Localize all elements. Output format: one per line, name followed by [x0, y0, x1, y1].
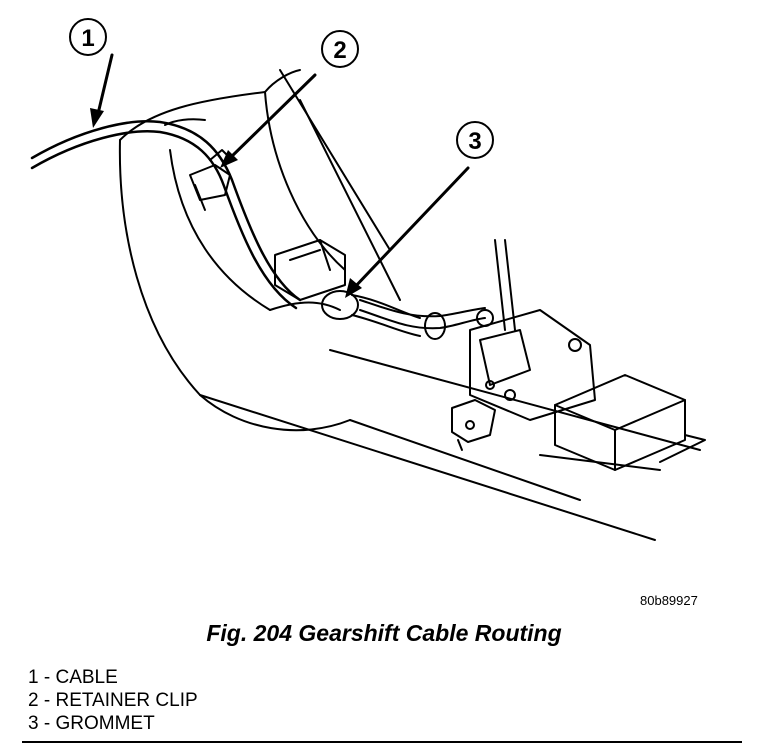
- bottom-rule: [22, 741, 742, 743]
- legend-item: 3 - GROMMET: [28, 712, 198, 735]
- callout-circle-3: [456, 121, 494, 159]
- grommet: [321, 290, 446, 340]
- legend-item: 1 - CABLE: [28, 666, 198, 689]
- legend: 1 - CABLE 2 - RETAINER CLIP 3 - GROMMET: [28, 666, 198, 735]
- control-module: [554, 374, 706, 471]
- shifter-mechanism: [469, 239, 596, 421]
- legend-separator: -: [43, 690, 51, 711]
- image-id: 80b89927: [640, 593, 698, 608]
- legend-separator: -: [43, 667, 51, 688]
- callout-arrows: [95, 53, 470, 292]
- legend-separator: -: [43, 713, 51, 734]
- legend-label: GROMMET: [55, 713, 155, 734]
- legend-number: 1: [28, 667, 39, 688]
- legend-item: 2 - RETAINER CLIP: [28, 689, 198, 712]
- legend-number: 2: [28, 690, 39, 711]
- cable-routing-illustration: 1 2 3: [30, 18, 706, 541]
- callout-number-1: 1: [81, 25, 94, 52]
- legend-number: 3: [28, 713, 39, 734]
- callout-circle-2: [321, 30, 359, 68]
- mount-bracket: [274, 239, 346, 301]
- callout-number-2: 2: [333, 37, 346, 64]
- lower-clip: [451, 399, 496, 451]
- cable: [30, 120, 486, 330]
- legend-label: CABLE: [55, 667, 118, 688]
- callout-number-3: 3: [468, 128, 481, 155]
- callout-circle-1: [69, 18, 107, 56]
- legend-label: RETAINER CLIP: [55, 690, 198, 711]
- figure-title: Fig. 204 Gearshift Cable Routing: [206, 620, 562, 646]
